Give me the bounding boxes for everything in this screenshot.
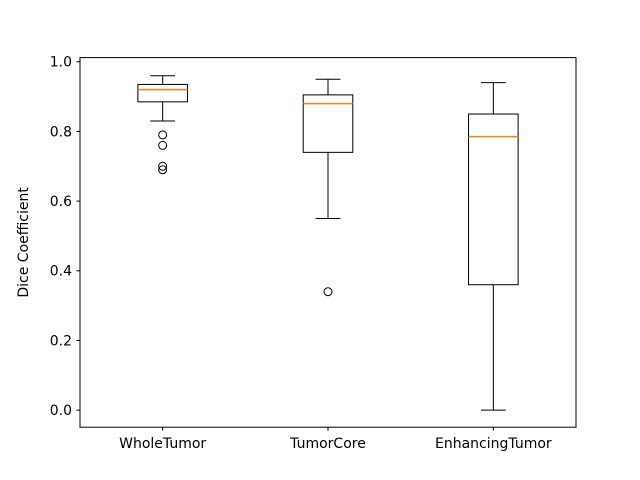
outlier-wholetumor bbox=[158, 165, 168, 175]
x-tick-label: EnhancingTumor bbox=[435, 436, 552, 452]
y-tick-label: 0.8 bbox=[50, 124, 72, 140]
outlier-wholetumor bbox=[158, 161, 168, 171]
outlier-tumorcore bbox=[323, 287, 333, 297]
y-axis-label: Dice Coefficient bbox=[16, 187, 32, 298]
box-wholetumor bbox=[137, 83, 188, 103]
x-tick-label: TumorCore bbox=[289, 436, 366, 452]
y-tick-label: 0.2 bbox=[50, 333, 72, 349]
box-enhancingtumor bbox=[468, 113, 519, 286]
y-tick-label: 0.6 bbox=[50, 194, 72, 210]
y-tick-label: 0.4 bbox=[50, 264, 72, 280]
y-tick-label: 0.0 bbox=[50, 403, 72, 419]
box-tumorcore bbox=[302, 94, 354, 153]
outlier-wholetumor bbox=[158, 130, 168, 140]
x-tick-label: WholeTumor bbox=[119, 436, 206, 452]
outlier-wholetumor bbox=[158, 140, 168, 150]
y-tick-label: 1.0 bbox=[50, 55, 72, 71]
